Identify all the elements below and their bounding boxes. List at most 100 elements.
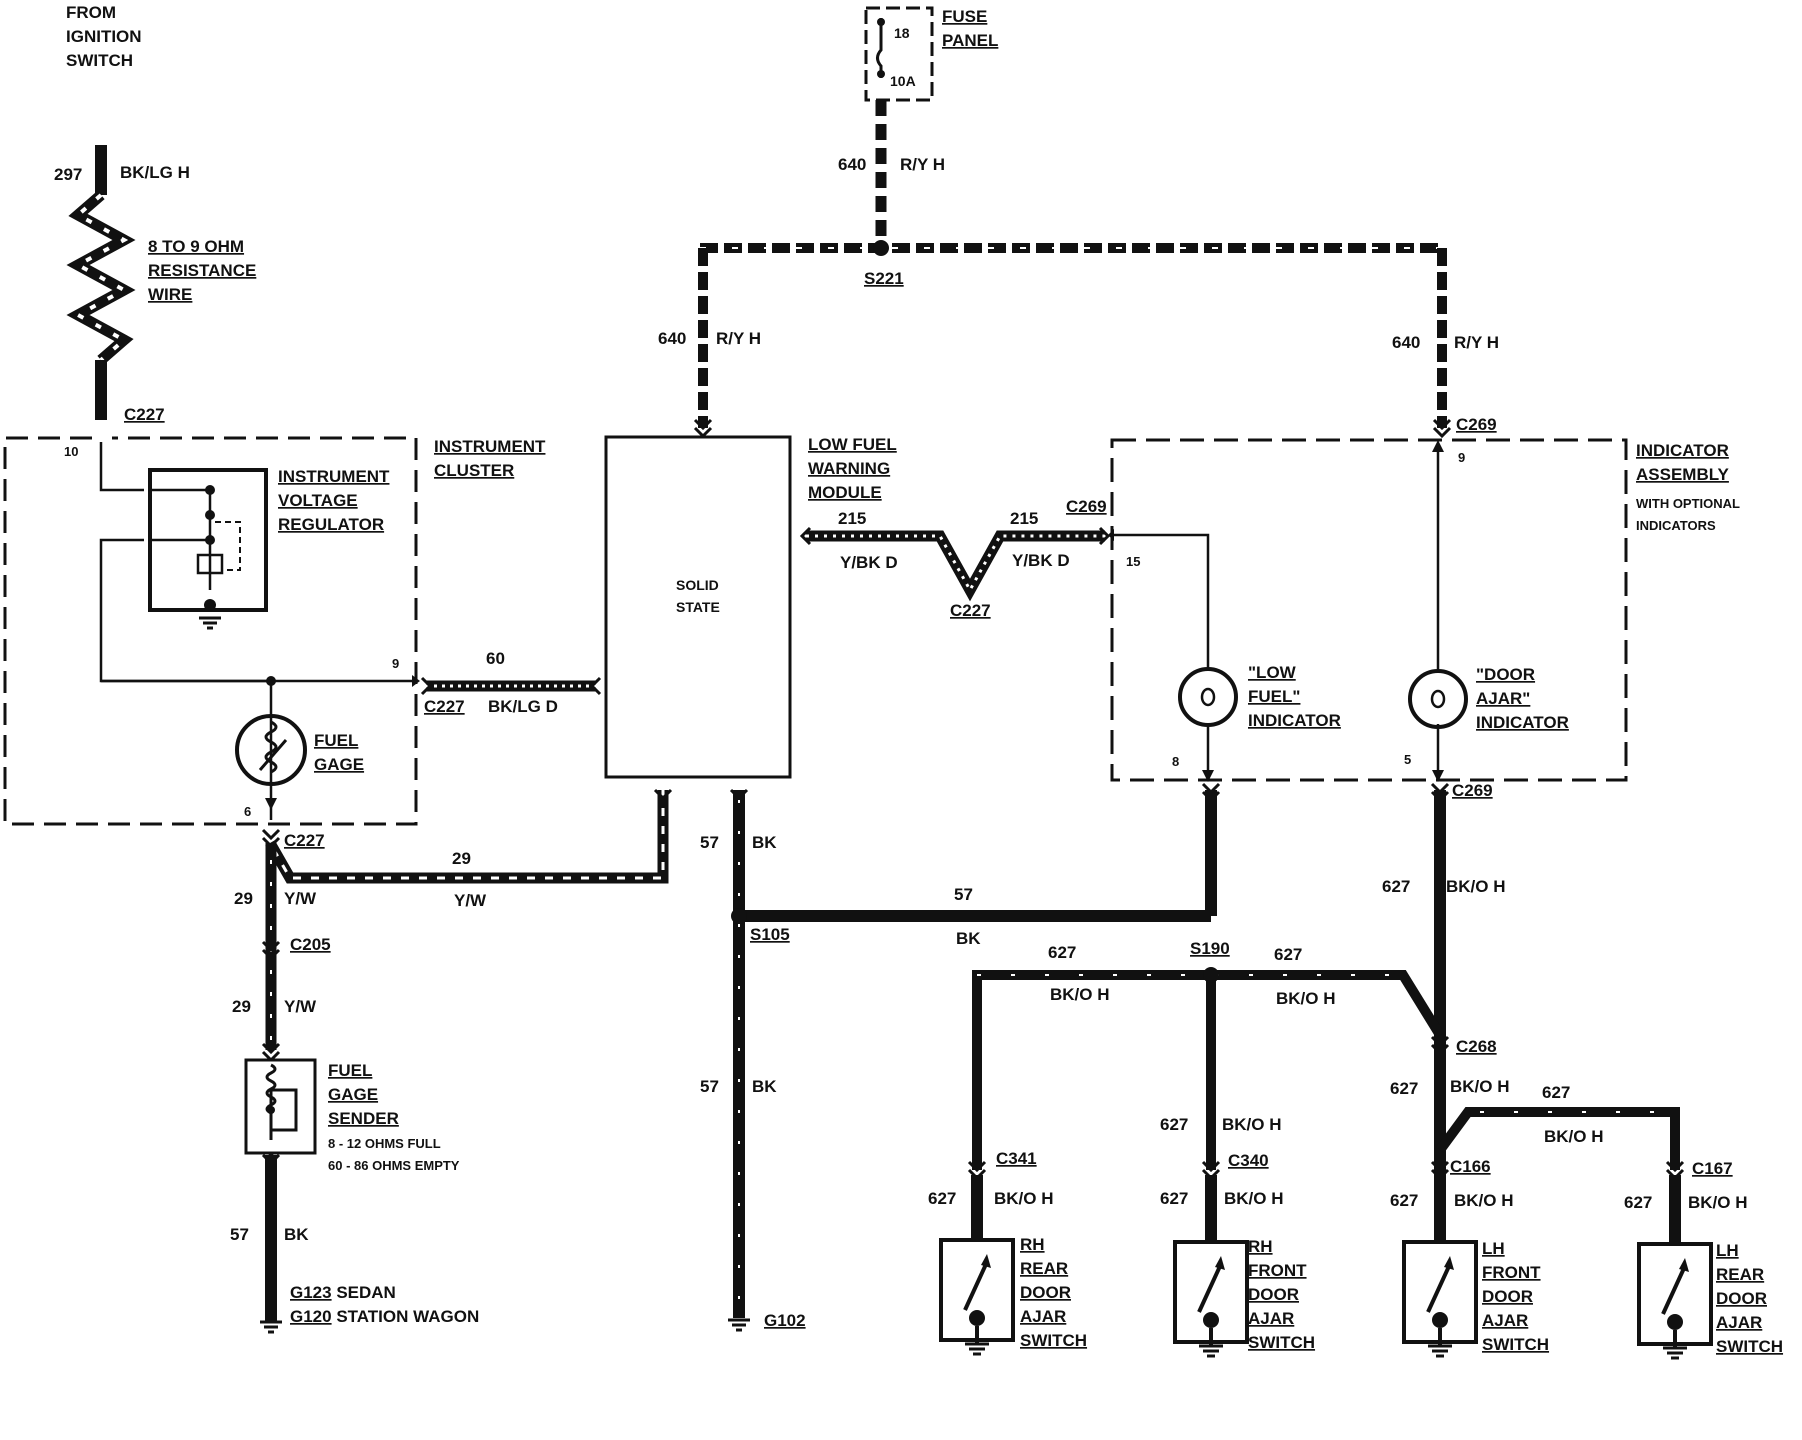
svg-text:AJAR: AJAR — [1020, 1307, 1066, 1326]
wire-57-module-ground — [726, 782, 1221, 1332]
svg-text:LH: LH — [1482, 1239, 1505, 1258]
wire-627-color: BK/O H — [1050, 985, 1110, 1004]
instrument-cluster-label: INSTRUMENT CLUSTER — [434, 437, 546, 480]
wire-60-color: BK/LG D — [488, 697, 558, 716]
wire-627-number: 627 — [1390, 1079, 1418, 1098]
svg-text:FRONT: FRONT — [1248, 1261, 1307, 1280]
svg-text:SWITCH: SWITCH — [1482, 1335, 1549, 1354]
wire-627-color: BK/O H — [1276, 989, 1336, 1008]
door-ajar-indicator-lamp — [1408, 669, 1468, 729]
rh-rear-switch-label: RH REAR DOOR AJAR SWITCH — [1020, 1235, 1087, 1350]
solid-state-label: SOLID STATE — [676, 577, 720, 615]
ignition-label: FROM IGNITION SWITCH — [66, 3, 142, 70]
connector-c269: C269 — [1066, 497, 1107, 516]
connector-c340: C340 — [1228, 1151, 1269, 1170]
ground-g102: G102 — [764, 1311, 806, 1330]
rh-front-switch-label: RH FRONT DOOR AJAR SWITCH — [1248, 1237, 1315, 1352]
svg-text:60 - 86 OHMS EMPTY: 60 - 86 OHMS EMPTY — [328, 1158, 460, 1173]
svg-text:G120 STATION WAGON: G120 STATION WAGON — [290, 1307, 479, 1326]
connector-c227: C227 — [124, 405, 165, 424]
svg-text:FUEL: FUEL — [328, 1061, 372, 1080]
svg-text:RH: RH — [1248, 1237, 1273, 1256]
svg-text:SWITCH: SWITCH — [1020, 1331, 1087, 1350]
wire-640-number: 640 — [1392, 333, 1420, 352]
fuel-gage-label: FUEL GAGE — [314, 731, 364, 774]
svg-text:INDICATOR: INDICATOR — [1248, 711, 1341, 730]
svg-text:SOLID: SOLID — [676, 577, 719, 593]
svg-text:AJAR: AJAR — [1248, 1309, 1294, 1328]
svg-text:DOOR: DOOR — [1716, 1289, 1767, 1308]
wire-627-number: 627 — [1048, 943, 1076, 962]
pin-6: 6 — [244, 804, 251, 819]
wire-57-number: 57 — [954, 885, 973, 904]
wire-640-color: R/Y H — [1454, 333, 1499, 352]
wire-627-number: 627 — [1382, 877, 1410, 896]
splice-s221: S221 — [864, 269, 904, 288]
low-fuel-indicator-lamp — [1178, 667, 1238, 727]
wire-57-color: BK — [956, 929, 981, 948]
wire-627-number: 627 — [1390, 1191, 1418, 1210]
voltage-regulator-label: INSTRUMENT VOLTAGE REGULATOR — [278, 467, 390, 534]
wire-57-sender-ground — [258, 1145, 284, 1334]
wire-627-number: 627 — [1624, 1193, 1652, 1212]
pin-9: 9 — [1458, 450, 1465, 465]
svg-text:"DOOR: "DOOR — [1476, 665, 1535, 684]
wire-60-number: 60 — [486, 649, 505, 668]
wire-627-color: BK/O H — [1222, 1115, 1282, 1134]
wire-29-number: 29 — [232, 997, 251, 1016]
wire-627-color: BK/O H — [1454, 1191, 1514, 1210]
svg-text:INSTRUMENT: INSTRUMENT — [434, 437, 546, 456]
connector-c205: C205 — [290, 935, 331, 954]
wire-640 — [693, 100, 1452, 438]
low-fuel-indicator-label: "LOW FUEL" INDICATOR — [1248, 663, 1341, 730]
wire-297-resistance — [66, 145, 136, 420]
wire-627 — [967, 782, 1685, 1244]
wire-640-color: R/Y H — [716, 329, 761, 348]
svg-text:AJAR: AJAR — [1716, 1313, 1762, 1332]
svg-text:AJAR": AJAR" — [1476, 689, 1530, 708]
fuse-amps: 10A — [890, 73, 916, 89]
rh-rear-door-ajar-switch — [939, 1238, 1015, 1356]
wire-627-number: 627 — [1542, 1083, 1570, 1102]
wire-57-color: BK — [752, 833, 777, 852]
wire-57-number: 57 — [700, 1077, 719, 1096]
wire-627-number: 627 — [928, 1189, 956, 1208]
wire-640-number: 640 — [658, 329, 686, 348]
voltage-regulator — [148, 468, 268, 630]
indicator-assembly — [1108, 438, 1628, 782]
wire-297-color: BK/LG H — [120, 163, 190, 182]
connector-c227: C227 — [284, 831, 325, 850]
svg-text:DOOR: DOOR — [1020, 1283, 1071, 1302]
fuse-number: 18 — [894, 25, 910, 41]
wire-29 — [261, 788, 673, 1062]
connector-c167: C167 — [1692, 1159, 1733, 1178]
connector-c227: C227 — [424, 697, 465, 716]
svg-text:ASSEMBLY: ASSEMBLY — [1636, 465, 1730, 484]
svg-text:REAR: REAR — [1716, 1265, 1764, 1284]
connector-c227: C227 — [950, 601, 991, 620]
svg-text:WITH OPTIONAL: WITH OPTIONAL — [1636, 496, 1740, 511]
indicator-assembly-label: INDICATOR ASSEMBLY WITH OPTIONAL INDICAT… — [1636, 441, 1740, 533]
svg-text:CLUSTER: CLUSTER — [434, 461, 514, 480]
wire-640-color: R/Y H — [900, 155, 945, 174]
pin-15: 15 — [1126, 554, 1140, 569]
wire-215-number: 215 — [838, 509, 866, 528]
instrument-cluster — [3, 436, 420, 826]
connector-c269: C269 — [1456, 415, 1497, 434]
svg-text:G123 SEDAN: G123 SEDAN — [290, 1283, 396, 1302]
door-ajar-indicator-label: "DOOR AJAR" INDICATOR — [1476, 665, 1569, 732]
pin-5: 5 — [1404, 752, 1411, 767]
svg-text:"LOW: "LOW — [1248, 663, 1297, 682]
wire-29-color: Y/W — [284, 997, 317, 1016]
svg-text:VOLTAGE: VOLTAGE — [278, 491, 358, 510]
wire-640-number: 640 — [838, 155, 866, 174]
wire-627-number: 627 — [1160, 1115, 1188, 1134]
svg-text:DOOR: DOOR — [1248, 1285, 1299, 1304]
wire-627-color: BK/O H — [1688, 1193, 1748, 1212]
pin-10: 10 — [64, 444, 78, 459]
svg-text:RESISTANCE: RESISTANCE — [148, 261, 256, 280]
svg-text:GAGE: GAGE — [314, 755, 364, 774]
svg-text:SENDER: SENDER — [328, 1109, 399, 1128]
splice-s190: S190 — [1190, 939, 1230, 958]
connector-c166: C166 — [1450, 1157, 1491, 1176]
